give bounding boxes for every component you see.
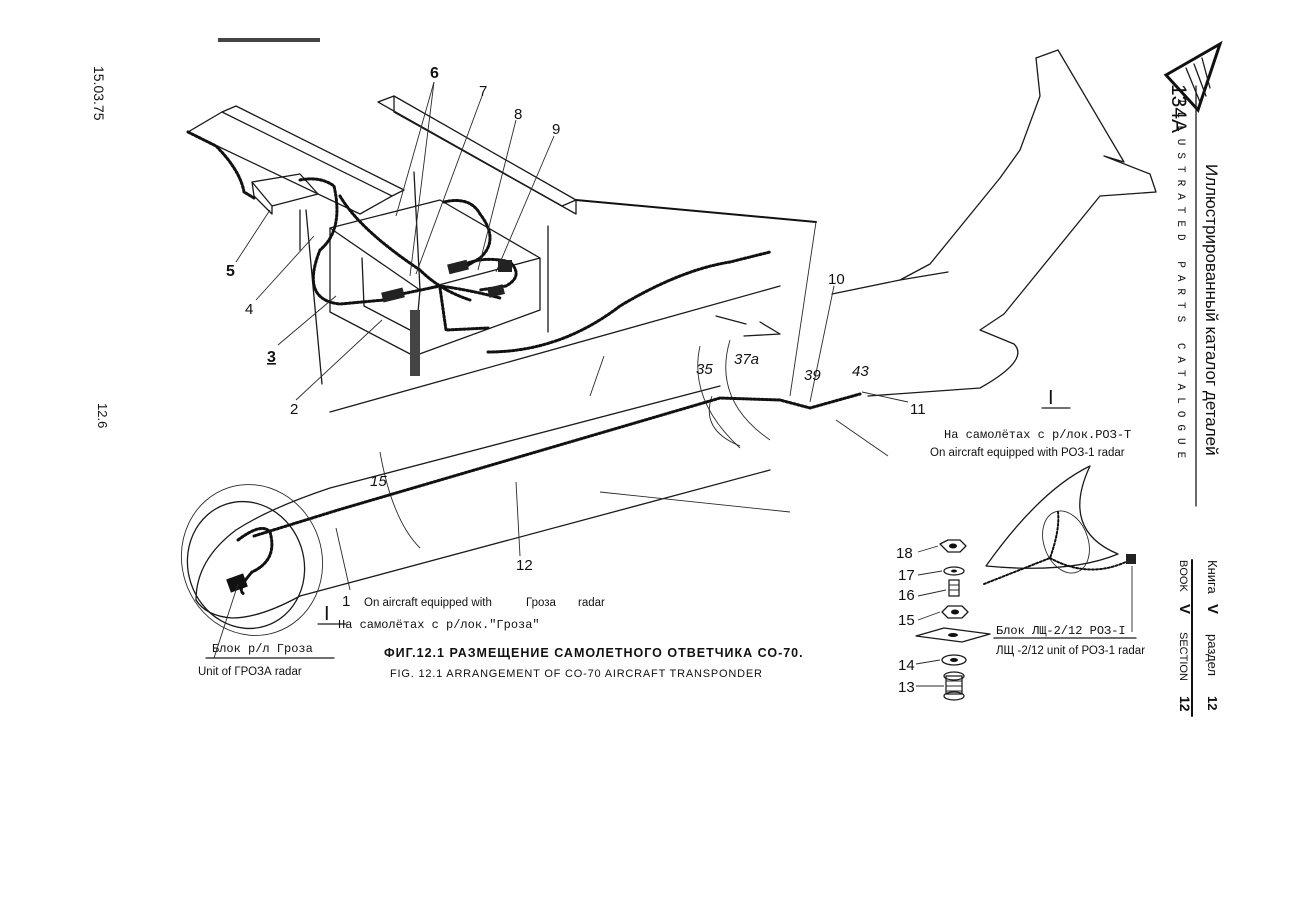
station-39: 39 — [804, 367, 821, 384]
aircraft-tail-outline — [715, 49, 1157, 397]
callout-5: 5 — [226, 263, 235, 280]
station-37a: 37а — [734, 351, 759, 368]
page-number: 12.6 — [95, 403, 110, 428]
callout-17: 17 — [898, 567, 915, 584]
book-label-en: BOOK — [1177, 560, 1189, 592]
groza-note-en-suffix: radar — [578, 597, 605, 609]
callout-11: 11 — [910, 401, 926, 418]
callout-15: 15 — [898, 612, 915, 629]
callout-16: 16 — [898, 587, 915, 604]
fuselage-nose — [180, 285, 889, 636]
section-number: 12 — [1205, 696, 1220, 710]
view-mark-groza: I — [324, 603, 330, 625]
catalogue-title-ru: Иллюстрированный каталог деталей — [1202, 164, 1221, 456]
section-number-en: 12 — [1177, 696, 1193, 712]
groza-unit-en: Unit of ГРОЗА radar — [198, 666, 302, 678]
section-label-ru: раздел — [1205, 634, 1220, 676]
groza-note-en-name: Гроза — [526, 597, 557, 609]
roz-note-ru: На самолётах с р/лок.РОЗ-Т — [944, 428, 1131, 442]
catalogue-title-en: ILLUSTRATED PARTS CATALOGUE — [1174, 98, 1186, 465]
figure-caption-en: FIG. 12.1 ARRANGEMENT OF CO-70 AIRCRAFT … — [390, 668, 763, 680]
transponder-installation-detail — [186, 95, 577, 385]
callout-7: 7 — [479, 83, 487, 100]
station-35: 35 — [696, 361, 713, 378]
figure-caption-ru: ФИГ.12.1 РАЗМЕЩЕНИЕ САМОЛЕТНОГО ОТВЕТЧИК… — [384, 646, 804, 660]
groza-unit-ru: Блок р/л Гроза — [212, 642, 313, 656]
callout-13: 13 — [898, 679, 915, 696]
callout-6: 6 — [430, 65, 439, 82]
book-number: V — [1204, 604, 1221, 614]
groza-unit-block — [226, 573, 248, 593]
callout-2: 2 — [290, 401, 298, 418]
callout-1: 1 — [342, 593, 350, 610]
view-mark-roz: I — [1048, 387, 1054, 409]
tupolev-logo-icon — [1163, 40, 1223, 113]
station-43: 43 — [852, 363, 869, 380]
date-stamp: 15.03.75 — [91, 66, 107, 121]
cable-12 — [252, 392, 862, 538]
callout-10: 10 — [828, 271, 845, 288]
callout-4: 4 — [245, 301, 253, 318]
callout-18: 18 — [896, 545, 913, 562]
callout-8: 8 — [514, 106, 522, 123]
callout-14: 14 — [898, 657, 915, 674]
groza-note-ru: На самолётах с р/лок."Гроза" — [338, 618, 540, 632]
leader-line-top — [575, 199, 817, 223]
groza-note-en-prefix: On aircraft equipped with — [364, 597, 492, 609]
book-label-ru: Книга — [1205, 560, 1220, 594]
callout-9: 9 — [552, 121, 560, 138]
callout-12: 12 — [516, 557, 533, 574]
lsh-unit-ru: Блок ЛЩ-2/12 РОЗ-I — [996, 624, 1126, 638]
upper-cable — [486, 250, 772, 354]
station-15: 15 — [370, 473, 387, 490]
model-number: 134А — [1167, 84, 1190, 133]
roz-note-en: On aircraft equipped with РОЗ-1 radar — [930, 447, 1125, 459]
roz-nose-detail — [983, 465, 1136, 632]
section-label-en: SECTION — [1177, 632, 1189, 681]
callout-3: 3 — [267, 349, 276, 366]
book-number-en: V — [1176, 604, 1193, 614]
hardware-stack — [915, 539, 991, 701]
scan-mark — [218, 38, 320, 42]
detail-leaders — [235, 81, 909, 591]
lsh-unit-en: ЛЩ -2/12 unit of РОЗ-1 radar — [996, 645, 1145, 657]
header-block: 134А Иллюстрированный каталог деталей IL… — [1163, 40, 1223, 717]
